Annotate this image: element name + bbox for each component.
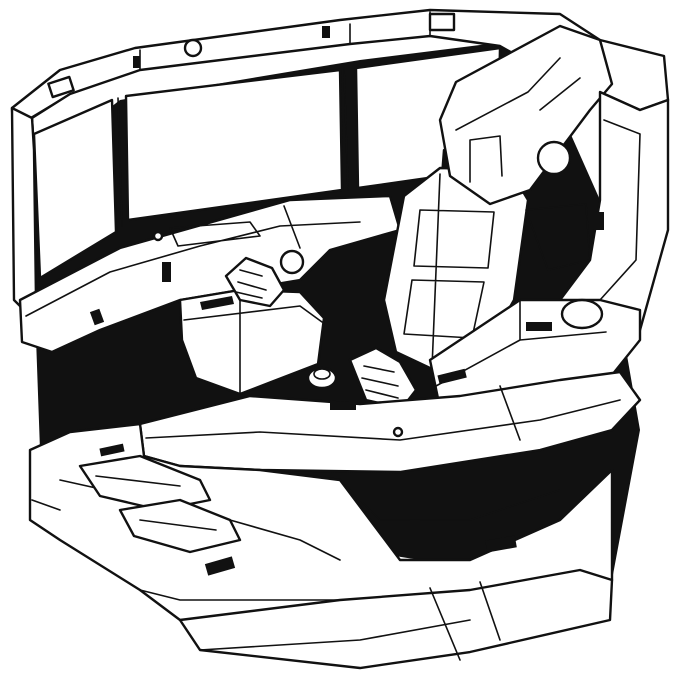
joystick-left-icon [224, 256, 286, 308]
pedal-treads [95, 475, 217, 531]
throttle-knob-icon [306, 366, 338, 390]
left-pod-stripe [200, 296, 234, 310]
dashboard-trim [25, 205, 361, 317]
pilot-headrest [438, 24, 614, 206]
left-foot-pedal [78, 454, 212, 512]
lower-slot-a [204, 556, 236, 576]
dashboard-console [18, 194, 402, 354]
dashboard-slot-b [89, 308, 105, 326]
left-pod-edge [183, 295, 323, 395]
headrest-detail [455, 57, 581, 183]
right-armrest-dial [560, 298, 604, 330]
right-wall-detail [525, 119, 641, 301]
lower-slot-f [330, 402, 356, 410]
dashboard-slot-a [162, 262, 171, 282]
right-wall-slot-b [594, 212, 604, 230]
hull-slot-a [322, 26, 330, 38]
hull-bolt-a [183, 38, 203, 58]
right-armrest-slot-b [437, 368, 467, 385]
joystick-right-icon [348, 346, 418, 410]
right-armrest-slot-a [526, 322, 552, 331]
floor-plate-seams [199, 581, 501, 661]
lower-slot-e [99, 443, 125, 457]
dashboard-rivet [152, 230, 164, 242]
headrest-lamp [536, 140, 572, 176]
lower-slot-c [464, 472, 474, 494]
lower-slot-b [410, 520, 420, 546]
dashboard-knob [279, 249, 305, 275]
monitor-screen-left [32, 98, 118, 280]
front-console-edge [145, 385, 621, 441]
lower-slot-d [485, 535, 517, 553]
monitor-bezel-lines [117, 67, 349, 227]
right-wall-slot-a [548, 214, 558, 230]
monitor-screen-center [124, 68, 344, 222]
hull-slot-b [428, 12, 456, 32]
left-wall [10, 106, 38, 312]
hull-slot-c [133, 56, 140, 68]
floor-base-plate [178, 568, 614, 670]
front-console-rivet [392, 426, 404, 438]
hull-vent-left [47, 75, 75, 99]
